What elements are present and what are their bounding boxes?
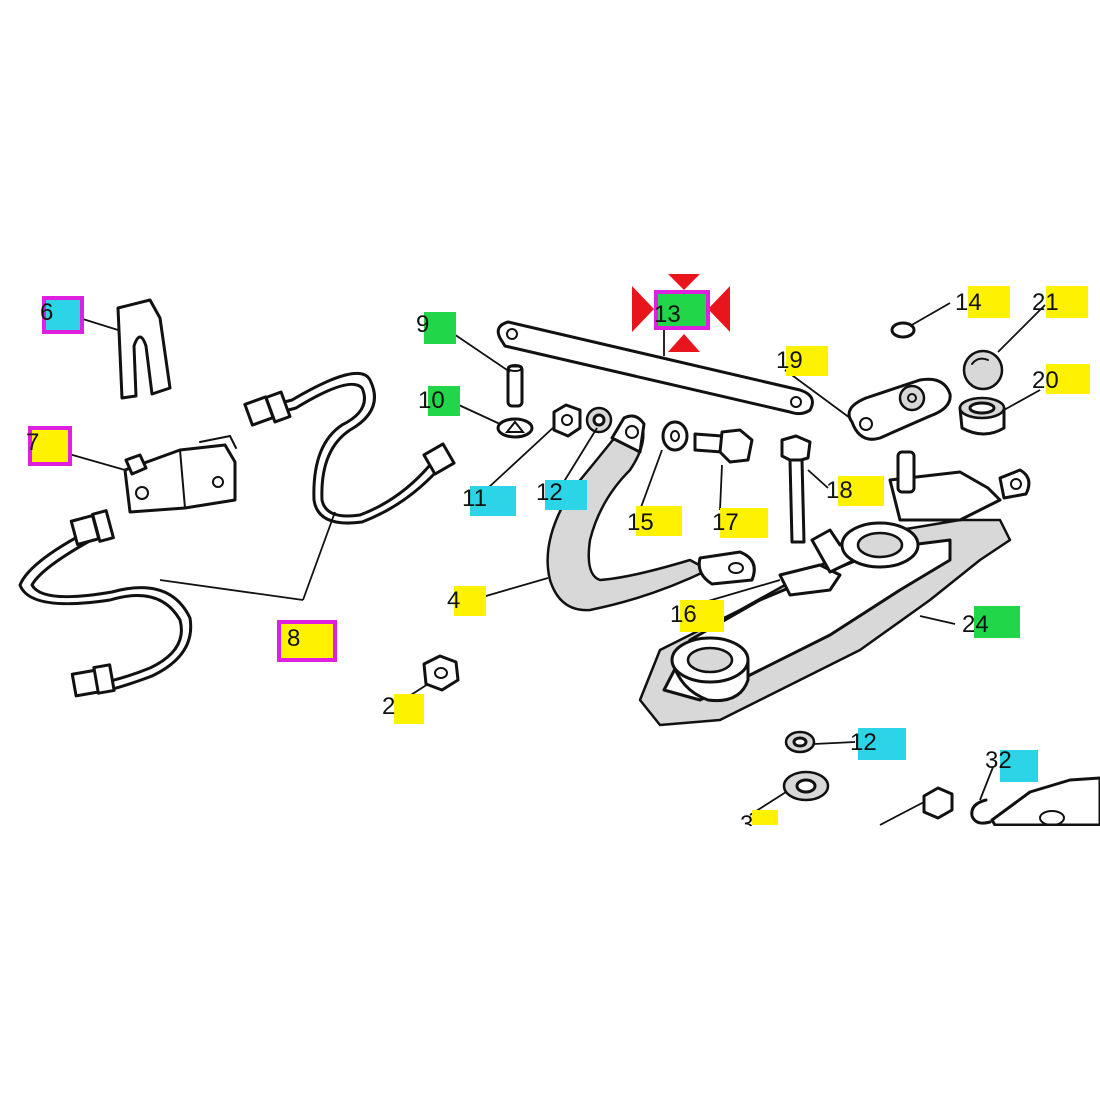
label-17[interactable]: 17 [712,508,768,538]
part-10-washer [496,417,534,439]
label-10[interactable]: 10 [418,386,460,416]
housing-partial [990,776,1100,827]
label-3-highlight [752,810,778,825]
leader-lines [54,302,1046,826]
label-18[interactable]: 18 [826,476,884,506]
part-15-flat-washer [661,420,689,452]
label-9[interactable]: 9 [416,311,456,344]
label-13-text: 13 [654,301,681,328]
label-21-text: 21 [1032,289,1059,316]
label-16-text: 16 [670,601,697,628]
label-7[interactable]: 7 [26,426,72,466]
label-20[interactable]: 20 [1032,364,1090,394]
part-8-brake-pipes [18,371,456,698]
label-6[interactable]: 6 [40,296,84,334]
arrow-left-marker [632,286,654,332]
part-24-bracket-assembly [638,450,1031,727]
label-17-highlight [720,508,768,538]
part-11-nut [552,403,582,438]
label-4[interactable]: 4 [447,586,486,616]
label-19-text: 19 [776,347,803,374]
label-12-lower-highlight [858,728,906,760]
label-19[interactable]: 19 [776,346,828,376]
label-4-highlight [454,586,486,616]
label-32-text: 32 [985,747,1012,774]
label-2[interactable]: 2 [382,693,424,724]
label-20-text: 20 [1032,367,1059,394]
label-7-text: 7 [26,429,39,456]
label-8-highlight [277,620,337,662]
part-19-lever [847,377,952,441]
label-12-lower[interactable]: 12 [850,728,906,760]
part-3-washer [782,770,830,802]
label-6-highlight [42,296,84,334]
part-18-long-bolt [780,434,812,544]
arrow-top-marker [668,274,700,290]
selection-arrows [632,274,730,352]
part-9-pin [506,364,524,408]
label-8[interactable]: 8 [277,620,337,662]
label-7-highlight [28,426,72,466]
label-12-upper-highlight [545,480,587,510]
label-13-highlight [654,290,710,330]
label-32-highlight [1000,750,1038,782]
label-11-text: 11 [462,485,487,512]
label-2-highlight [394,694,424,724]
label-14-highlight [968,286,1010,318]
label-6-text: 6 [40,299,53,326]
label-32[interactable]: 32 [985,747,1038,782]
part-13-strap-bar [496,320,814,416]
label-9-text: 9 [416,311,429,338]
label-12-upper[interactable]: 12 [536,479,587,510]
part-6-spring-clip [116,298,172,400]
part-17-bolt [693,428,754,464]
label-15-highlight [636,506,682,536]
label-21[interactable]: 21 [1032,286,1088,318]
label-18-text: 18 [826,477,853,504]
part-21-ball [962,349,1004,391]
label-14[interactable]: 14 [955,286,1010,318]
arrow-right-marker [708,286,730,332]
part-12-lock-washer [585,406,613,434]
part-7-junction-block [123,434,237,514]
label-20-highlight [1046,364,1090,394]
label-10-text: 10 [418,387,445,414]
label-21-highlight [1046,286,1088,318]
label-13[interactable]: 13 [654,290,710,330]
label-2-text: 2 [382,693,395,720]
label-19-highlight [786,346,828,376]
label-9-highlight [424,312,456,344]
part-20-cup [958,396,1006,436]
part-12-lock-washer-lower [784,730,816,754]
part-14-circlip [890,321,916,339]
label-24-text: 24 [962,611,989,638]
label-8-text: 8 [287,625,300,652]
part-2-nut [422,654,460,692]
label-12-upper-text: 12 [536,479,563,506]
label-11-highlight [470,486,516,516]
label-12-lower-text: 12 [850,729,877,756]
label-24-highlight [974,606,1020,638]
bottom-whitespace [0,826,1100,1100]
arrow-bottom-marker [668,334,700,352]
label-10-highlight [428,386,460,416]
label-4-text: 4 [447,587,460,614]
label-18-highlight [838,476,884,506]
nut-lower [922,786,954,820]
label-17-text: 17 [712,509,739,536]
label-24[interactable]: 24 [962,606,1020,638]
label-15-text: 15 [627,509,654,536]
label-16-highlight [680,600,724,632]
part-4-earth-strap [546,414,756,612]
label-15[interactable]: 15 [627,506,682,536]
label-14-text: 14 [955,289,982,316]
label-11[interactable]: 11 [462,485,516,516]
part-32-circlip [970,798,992,825]
label-16[interactable]: 16 [670,600,724,632]
